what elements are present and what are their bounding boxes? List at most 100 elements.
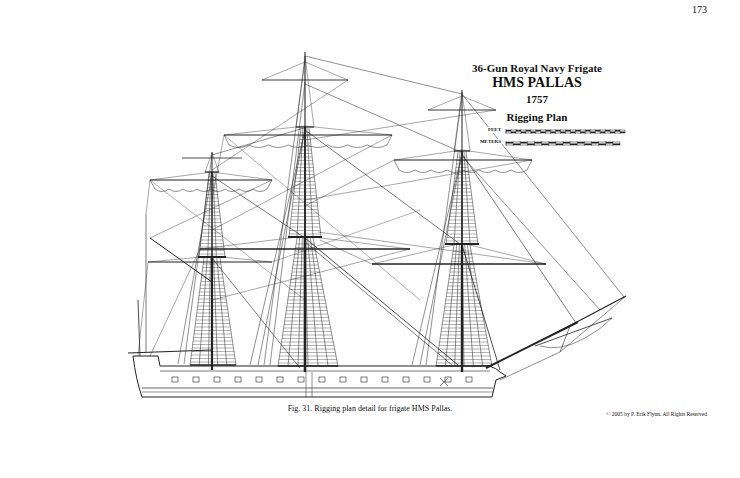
ratline bbox=[441, 335, 487, 336]
ratline bbox=[437, 356, 490, 357]
shroud bbox=[464, 152, 470, 244]
ratline bbox=[191, 355, 234, 356]
martingale-back bbox=[500, 352, 560, 380]
ratline bbox=[281, 349, 335, 350]
scale-bar-feet bbox=[615, 130, 620, 132]
ratline bbox=[294, 188, 315, 189]
scale-bar-meters bbox=[506, 142, 620, 145]
ship-name: HMS PALLAS bbox=[491, 75, 583, 91]
shroud bbox=[309, 128, 321, 237]
scale-bar-feet bbox=[546, 130, 551, 132]
scale-bar-feet bbox=[560, 129, 561, 134]
scale-bar-feet bbox=[600, 129, 601, 134]
scale-bar-meters bbox=[612, 141, 613, 146]
ratline bbox=[288, 300, 325, 301]
stay bbox=[305, 242, 452, 365]
ratline bbox=[442, 328, 485, 329]
ratline bbox=[198, 306, 227, 307]
ratline bbox=[289, 234, 320, 235]
ratline bbox=[190, 362, 235, 363]
brace bbox=[318, 232, 546, 264]
ratline bbox=[285, 321, 330, 322]
shroud bbox=[215, 173, 225, 257]
ratline bbox=[279, 356, 336, 357]
scale-bar-feet bbox=[520, 129, 521, 134]
hull-mark bbox=[306, 372, 307, 397]
ratline bbox=[297, 164, 313, 165]
ratline bbox=[201, 278, 223, 279]
ratline bbox=[194, 334, 231, 335]
ratline bbox=[291, 216, 318, 217]
scale-bar-meters bbox=[506, 142, 513, 144]
ratline bbox=[447, 289, 478, 290]
ratline bbox=[457, 157, 466, 158]
ratline bbox=[456, 167, 468, 168]
ratline bbox=[200, 288, 225, 289]
ratline bbox=[290, 227, 320, 228]
ratline bbox=[439, 345, 488, 346]
brace bbox=[212, 249, 410, 300]
ratline bbox=[445, 303, 480, 304]
scale-bar-feet bbox=[590, 132, 595, 134]
ratline bbox=[443, 321, 484, 322]
shroud bbox=[466, 152, 478, 244]
scale-bar-feet bbox=[551, 132, 556, 134]
ratline bbox=[299, 143, 310, 144]
stay bbox=[212, 128, 304, 155]
gun-port bbox=[277, 377, 283, 382]
scale-bar-feet bbox=[610, 129, 611, 134]
ratline bbox=[440, 338, 487, 339]
scale-bar-meters bbox=[606, 142, 613, 144]
shroud bbox=[465, 245, 474, 366]
ratline bbox=[197, 309, 227, 310]
scale-bar-feet bbox=[525, 129, 526, 134]
ratline bbox=[203, 267, 222, 268]
yard bbox=[428, 110, 496, 111]
scale-bar-feet bbox=[541, 132, 546, 134]
scale-bar-feet bbox=[595, 129, 596, 134]
ratline bbox=[451, 265, 474, 266]
stay bbox=[305, 84, 461, 152]
yard bbox=[182, 158, 242, 159]
stay bbox=[462, 245, 500, 370]
gun-port bbox=[319, 377, 325, 382]
ratline bbox=[292, 213, 319, 214]
ratline bbox=[200, 250, 224, 251]
shroud bbox=[307, 128, 313, 237]
shroud bbox=[462, 92, 470, 151]
caption: Fig. 31. Rigging plan detail for frigate… bbox=[287, 404, 454, 413]
ratline bbox=[452, 195, 471, 196]
ratline bbox=[453, 188, 471, 189]
stay bbox=[305, 238, 458, 365]
shroud bbox=[455, 245, 460, 366]
ratline bbox=[201, 243, 224, 244]
plan-title: Rigging Plan bbox=[506, 111, 569, 124]
backstay bbox=[258, 130, 305, 365]
ratline bbox=[448, 282, 476, 283]
scale-label: FEET bbox=[487, 127, 502, 133]
gun-port bbox=[214, 377, 220, 382]
ratline bbox=[291, 220, 319, 221]
backstay bbox=[270, 82, 305, 365]
scale-bar-feet bbox=[555, 129, 556, 134]
ratline bbox=[289, 289, 323, 290]
scale-bar-meters bbox=[570, 144, 577, 146]
ratline bbox=[295, 178, 314, 179]
ratline bbox=[202, 274, 223, 275]
ratline bbox=[441, 331, 486, 332]
ratline bbox=[201, 240, 223, 241]
scale-bar-meters bbox=[556, 144, 563, 146]
ratline bbox=[455, 178, 470, 179]
ratline bbox=[448, 230, 476, 231]
stay bbox=[462, 156, 600, 310]
brace bbox=[212, 80, 348, 170]
ratline bbox=[447, 293, 479, 294]
scale-bar-meters bbox=[513, 141, 514, 146]
lift bbox=[212, 172, 272, 180]
ratline bbox=[294, 261, 318, 262]
ratline bbox=[456, 164, 467, 165]
ratline bbox=[295, 254, 317, 255]
ratline bbox=[196, 316, 228, 317]
lift bbox=[150, 172, 212, 180]
scale-bar-feet bbox=[585, 130, 590, 132]
